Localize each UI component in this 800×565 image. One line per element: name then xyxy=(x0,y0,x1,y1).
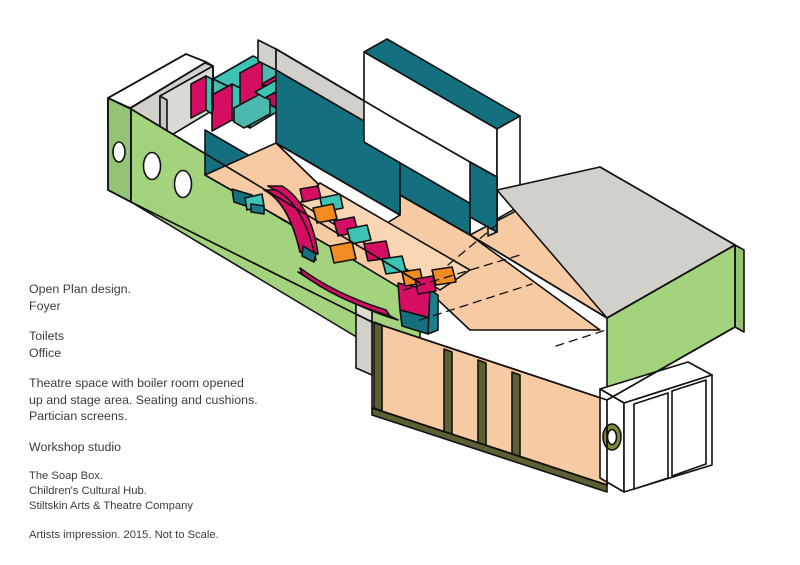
right-green-return xyxy=(734,244,745,333)
legend-theatre-line-1: Theatre space with boiler room opened xyxy=(29,376,244,390)
cushion-3 xyxy=(312,203,338,224)
toilet-cubicle-magenta-1 xyxy=(190,75,207,119)
porthole-window-1 xyxy=(112,141,126,163)
legend-theatre-line-2: up and stage area. Seating and cushions. xyxy=(29,392,258,407)
porch-porthole-inner xyxy=(606,428,618,446)
edge-floor-right xyxy=(469,234,736,319)
edge-teal-back-lower xyxy=(275,142,471,236)
cushion-10 xyxy=(414,275,437,295)
seating-bench-lower-b xyxy=(299,267,391,317)
legend-theatre-line-3: Partician screens. xyxy=(29,409,128,423)
cushion-5 xyxy=(346,224,372,245)
porch-door-left xyxy=(633,392,669,490)
legend-panel: Open Plan design. Foyer Toilets Office T… xyxy=(29,281,329,543)
toilet-door-teal-1 xyxy=(205,75,213,115)
glazing-mullion-3 xyxy=(477,359,487,449)
porch-door-right xyxy=(671,379,707,477)
bench-seat-teal-side xyxy=(427,289,439,335)
bench-end-cap-teal-2 xyxy=(301,245,317,263)
guide-line-4 xyxy=(555,329,607,347)
legend-block-theatre: Theatre space with boiler room opened up… xyxy=(29,375,329,425)
cushion-11 xyxy=(431,266,457,286)
cushion-13 xyxy=(250,203,265,215)
legend-org-subtitle: Children's Cultural Hub. xyxy=(29,485,147,497)
edge-left-gable xyxy=(107,53,214,111)
legend-block-toilets-office: Toilets Office xyxy=(29,328,329,361)
porthole-window-3 xyxy=(173,169,193,199)
edge-front-green-bottom xyxy=(130,201,373,323)
edge-glazing-bottom xyxy=(371,407,608,486)
seating-bench-body xyxy=(263,189,317,261)
glazing-mullion-4 xyxy=(511,371,521,461)
legend-toilets: Toilets xyxy=(29,329,65,343)
glazing-mullion-2 xyxy=(443,348,453,437)
legend-office: Office xyxy=(29,345,62,360)
legend-block-workshop: Workshop studio xyxy=(29,439,329,456)
guide-line-3 xyxy=(447,221,501,266)
legend-org-company: Stiltskin Arts & Theatre Company xyxy=(29,500,193,512)
legend-block-open-plan: Open Plan design. Foyer xyxy=(29,281,329,314)
legend-workshop: Workshop studio xyxy=(29,439,122,454)
legend-block-organisation: The Soap Box. Children's Cultural Hub. S… xyxy=(29,469,329,514)
cushion-6 xyxy=(329,241,357,264)
edge-right-green xyxy=(606,244,736,486)
edge-glazing xyxy=(371,321,608,401)
porthole-window-2 xyxy=(142,151,162,181)
legend-disclaimer: Artists impression. 2015. Not to Scale. xyxy=(29,529,219,541)
edge-teal-back xyxy=(275,48,498,178)
guide-line-2 xyxy=(419,283,533,321)
legend-block-disclaimer: Artists impression. 2015. Not to Scale. xyxy=(29,528,329,543)
legend-open-plan-line-2: Foyer xyxy=(29,298,61,313)
glazing-mullion-1 xyxy=(373,321,383,412)
legend-org-name: The Soap Box. xyxy=(29,470,104,482)
edge-front-green xyxy=(130,108,421,284)
guide-line-1 xyxy=(403,254,521,291)
legend-open-plan-line-1: Open Plan design. xyxy=(29,282,131,296)
